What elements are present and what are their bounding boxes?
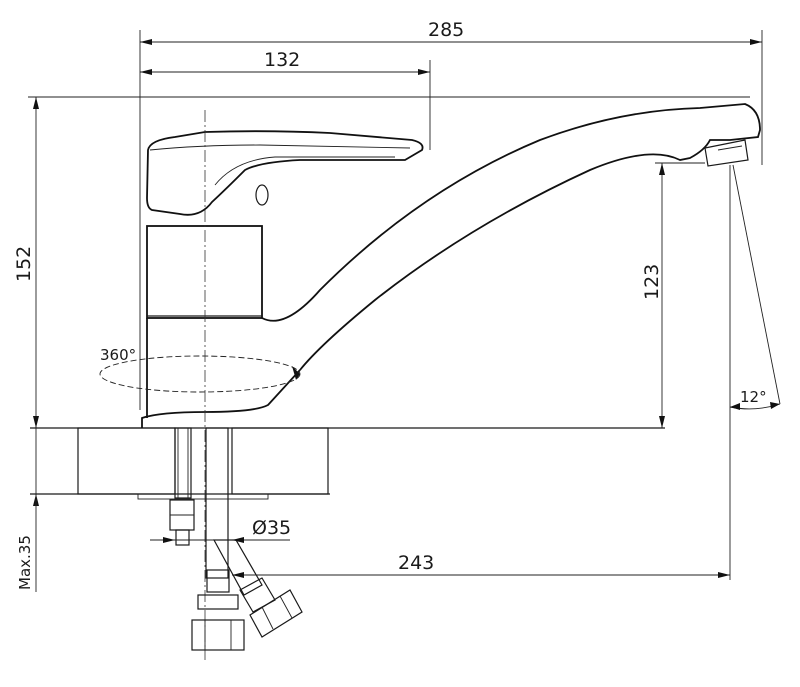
dimension-spout-angle: 12°	[729, 164, 781, 580]
arrowhead	[730, 403, 740, 410]
stud-end	[175, 529, 190, 546]
countertop-section	[30, 427, 665, 500]
dimension-lever-reach: 132	[140, 49, 431, 150]
water-flow-line	[732, 164, 781, 405]
arrowhead	[140, 69, 152, 75]
dimension-spout-height: 123	[641, 162, 705, 428]
dimension-max-thickness: Max.35	[16, 428, 39, 592]
threaded-stud	[174, 427, 192, 499]
nut-facet	[261, 606, 274, 630]
hole-diameter-label: Ø35	[252, 517, 291, 539]
total-height-label: 152	[13, 246, 35, 282]
arrowhead	[418, 69, 430, 75]
lever-handle-inner	[214, 156, 395, 186]
lever-handle	[146, 130, 424, 216]
arrowhead	[232, 572, 244, 578]
arrowhead	[770, 402, 780, 409]
arrowhead	[232, 537, 244, 543]
spout-angle-label: 12°	[740, 388, 767, 406]
hose-nut-top	[197, 594, 239, 610]
overall-length-label: 285	[428, 19, 464, 41]
arrowhead	[140, 39, 152, 45]
dimension-spout-reach: 243	[232, 552, 730, 578]
hose-nut-hot	[249, 589, 303, 638]
hose-ferrule	[206, 569, 230, 593]
arrowhead	[163, 537, 175, 543]
max-thickness-label: Max.35	[16, 535, 34, 590]
rotation-arrow	[292, 366, 300, 380]
arrowhead	[659, 163, 665, 175]
spout	[261, 103, 761, 371]
mounting-washer	[137, 493, 269, 500]
dimension-total-height: 152	[13, 96, 750, 428]
spout-height-label: 123	[641, 264, 663, 300]
dimension-overall-length: 285	[139, 19, 763, 410]
countertop-right-block	[231, 427, 329, 495]
hose-cold	[205, 427, 229, 579]
faucet-body: 360°	[99, 103, 761, 428]
countertop-left-block	[77, 427, 176, 495]
aerator	[704, 139, 749, 167]
dimension-hole-diameter: Ø35	[150, 517, 291, 543]
arrowhead	[33, 97, 39, 109]
arrowhead	[659, 416, 665, 428]
arrowhead	[750, 39, 762, 45]
aerator-detail	[717, 145, 743, 151]
arrowhead	[33, 416, 39, 428]
handle-screw	[255, 184, 269, 206]
hose-ferrule-hot	[239, 577, 276, 613]
hose-nut-cold	[191, 619, 245, 651]
arrowhead	[718, 572, 730, 578]
rotation-label: 360°	[100, 346, 136, 364]
body-cylinder	[146, 225, 263, 319]
nut-facet	[279, 595, 293, 619]
lever-reach-label: 132	[264, 49, 300, 71]
hose-hot	[212, 539, 263, 596]
spout-reach-label: 243	[398, 552, 434, 574]
base-flange	[141, 369, 301, 428]
lever-handle-edge	[149, 144, 411, 151]
